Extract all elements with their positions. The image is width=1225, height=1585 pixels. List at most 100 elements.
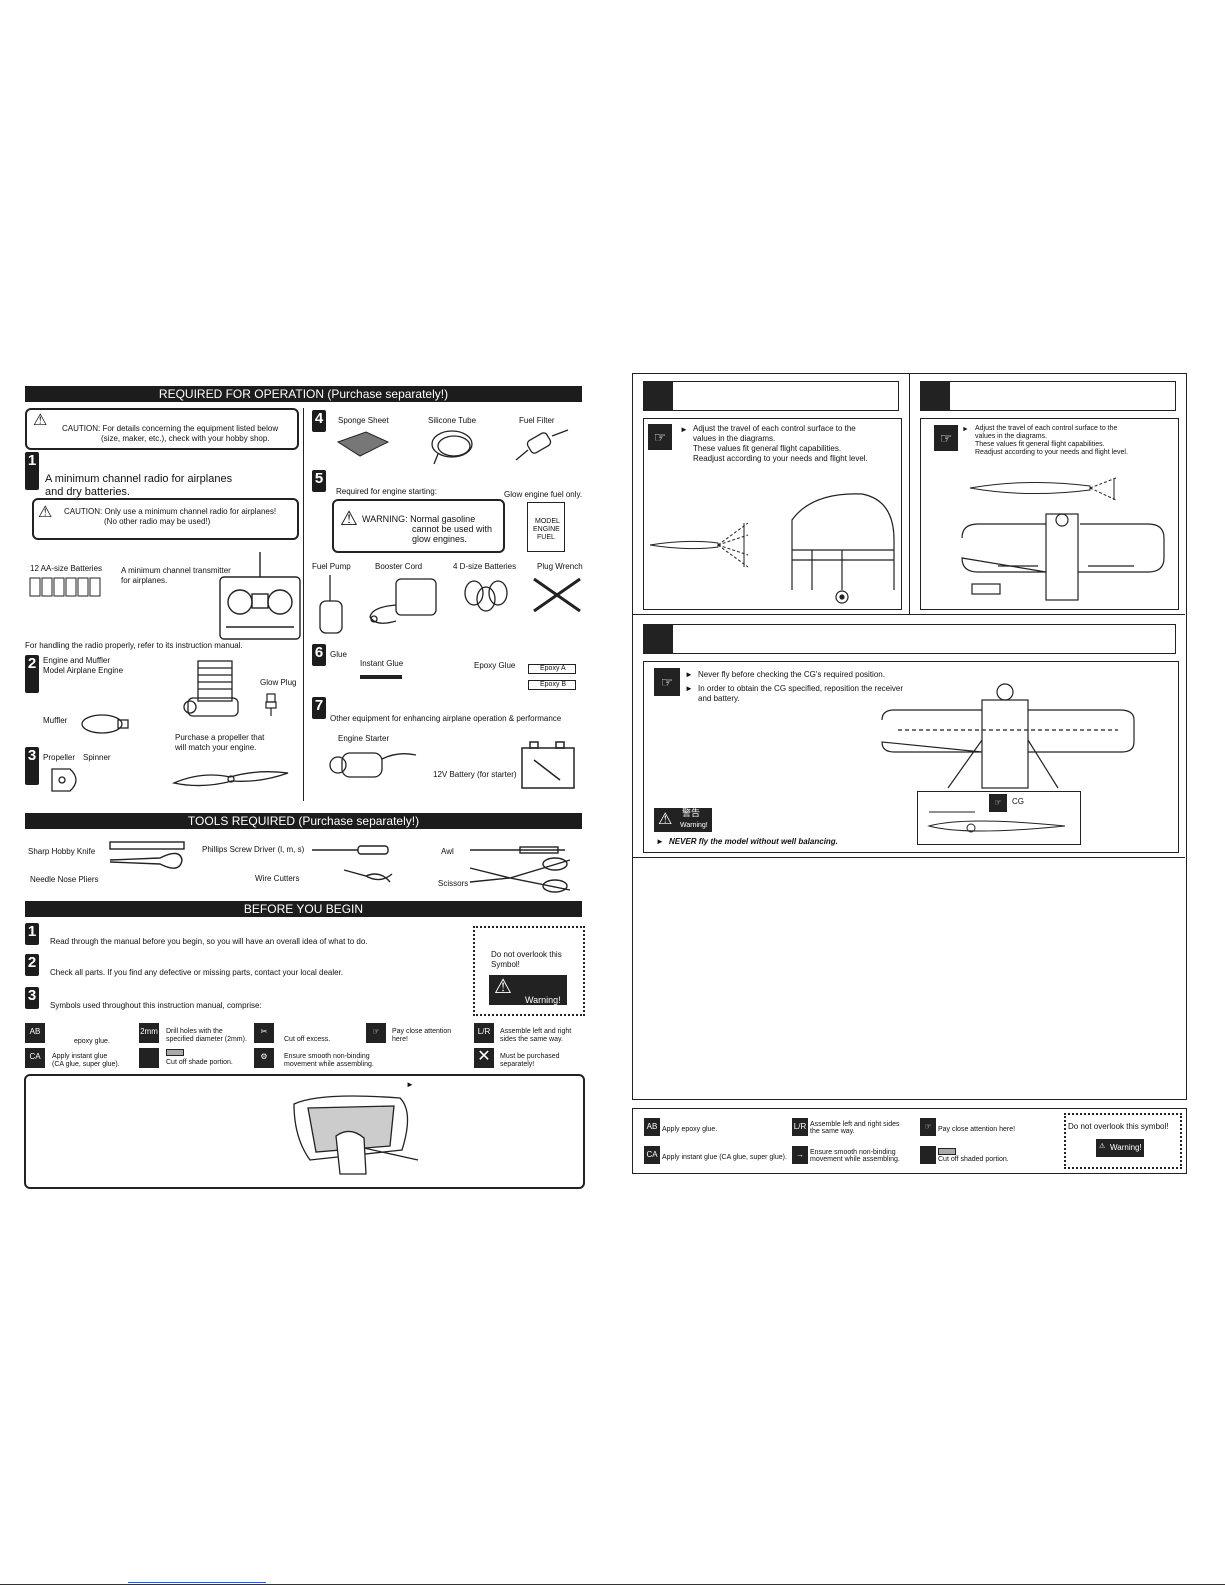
warning-icon: ⚠ [340, 508, 358, 530]
radio-handling-note: For handling the radio properly, refer t… [25, 641, 243, 650]
right-page-frame [632, 373, 1187, 1100]
engine-label-2: Model Airplane Engine [43, 666, 124, 675]
caution-icon: ⚠ [33, 412, 48, 429]
required-header: REQUIRED FOR OPERATION (Purchase separat… [25, 386, 582, 402]
sym-smooth-text-2: movement while assembling. [284, 1061, 374, 1068]
step-1-badge: 1 [25, 452, 39, 490]
fuel-can [527, 502, 565, 552]
epoxy-ab-icon: AB [25, 1023, 45, 1043]
step-5-badge: 5 [312, 470, 326, 492]
transmitter-illustration [219, 552, 301, 640]
legend-shade-text: Cut off shaded portion. [938, 1156, 1009, 1163]
sym-buy-text-2: separately! [500, 1061, 535, 1068]
panel1-attention-icon: ☞ [648, 424, 672, 450]
sym-ca-text-2: (CA glue, super glue). [52, 1061, 120, 1068]
d-batteries-label: 4 D-size Batteries [453, 562, 517, 571]
legend-epoxy-icon: AB [644, 1118, 660, 1136]
panel2-text-4: Readjust according to your needs and fli… [975, 449, 1128, 456]
booster-cord-label: Booster Cord [375, 562, 423, 571]
sym-drill-text-2: specified diameter (2mm). [166, 1036, 247, 1043]
step-6-badge: 6 [312, 644, 326, 666]
transmitter-label-2: for airplanes. [121, 576, 168, 585]
sym-epoxy-text: epoxy glue. [74, 1038, 110, 1045]
warning-triangle-icon: ⚠ [658, 811, 673, 828]
panel1-arrow: ► [680, 425, 688, 434]
instant-glue-tube [360, 675, 402, 679]
overlook-text-2: Symbol! [491, 960, 520, 969]
wire-cutters-label: Wire Cutters [255, 874, 300, 883]
sym-lr-text-1: Assemble left and right [500, 1028, 572, 1035]
muffler-illustration [81, 714, 129, 734]
propeller-note-1: Purchase a propeller that [175, 733, 265, 742]
overlook-symbol-box [473, 926, 585, 1016]
never-fly-warning: NEVER fly the model without well balanci… [669, 837, 838, 846]
engine-label-1: Engine and Muffler [43, 656, 111, 665]
panel2-step-block [920, 381, 950, 411]
booster-cord-illustration [369, 578, 437, 624]
aa-batteries-label: 12 AA-size Batteries [30, 564, 103, 573]
pliers-label: Needle Nose Pliers [30, 875, 99, 884]
panel2-title-bar [920, 381, 1176, 411]
hobby-knife-label: Sharp Hobby Knife [28, 847, 96, 856]
warning-kanji-badge [654, 808, 712, 832]
transmitter-label-1: A minimum channel transmitter [121, 566, 231, 575]
fuel-filter-illustration [515, 429, 569, 461]
drill-icon: 2mm [139, 1023, 159, 1043]
sym-cut-text: Cut off excess. [284, 1036, 331, 1043]
propeller-note-2: will match your engine. [175, 743, 257, 752]
epoxy-a-text: Epoxy A [540, 665, 566, 672]
sym-buy-text-1: Must be purchased [500, 1053, 560, 1060]
panel2-attention-icon: ☞ [934, 425, 958, 451]
radio-requirement-1: A minimum channel radio for airplanes [45, 473, 233, 485]
radio-requirement-2: and dry batteries. [45, 486, 130, 498]
smooth-movement-icon: ⚙ [254, 1048, 274, 1068]
fuel-pump-label: Fuel Pump [312, 562, 351, 571]
fuel-filter-label: Fuel Filter [519, 416, 555, 425]
aileron-profile-diagram [969, 477, 1117, 501]
sym-ca-text-1: Apply instant glue [52, 1053, 108, 1060]
sym-lr-text-2: sides the same way. [500, 1036, 563, 1043]
fuel-can-text-3: FUEL [537, 534, 555, 541]
propeller-label: Propeller [43, 753, 76, 762]
begin-step-2-text: Check all parts. If you find any defecti… [50, 968, 344, 977]
cut-off-icon: ✂ [254, 1023, 274, 1043]
rudder-diagram [791, 493, 895, 604]
legend-smooth-text-1: Ensure smooth non-binding [810, 1149, 896, 1156]
warning-symbol-text: Warning! [525, 995, 561, 1005]
purchase-separately-icon: ✕ [474, 1048, 494, 1068]
column-divider [303, 408, 304, 801]
footer-link-line [128, 1582, 266, 1583]
sym-shade-text: Cut off shade portion. [166, 1059, 233, 1066]
warning-symbol [489, 975, 567, 1005]
epoxy-b-text: Epoxy B [540, 681, 567, 688]
tools-header: TOOLS REQUIRED (Purchase separately!) [25, 813, 582, 829]
begin-step-2-badge: 2 [25, 954, 39, 976]
step-3-badge: 3 [25, 747, 39, 785]
warning-kanji: 警告 [682, 808, 701, 818]
cg-wing-diagram [881, 683, 1135, 789]
legend-lr-icon: L/R [792, 1118, 808, 1136]
panel3-title-bar [643, 624, 1176, 654]
legend-epoxy-text: Apply epoxy glue. [662, 1126, 718, 1133]
panel1-body [643, 418, 902, 610]
panel1-text-1: Adjust the travel of each control surfac… [693, 424, 856, 433]
sym-drill-text-1: Drill holes with the [166, 1028, 223, 1035]
muffler-label: Muffler [43, 716, 68, 725]
engine-illustration [183, 660, 239, 717]
begin-step-1-badge: 1 [25, 923, 39, 945]
panel3-body [643, 661, 1179, 853]
panel3-attention-icon: ☞ [654, 668, 680, 696]
wing-aileron-diagram [961, 513, 1165, 601]
epoxy-a-tube [528, 664, 576, 674]
fuel-can-text-2: ENGINE [533, 526, 560, 533]
cg-label: CG [1012, 797, 1024, 806]
begin-step-3-text: Symbols used throughout this instruction… [50, 1001, 262, 1010]
frame-divider-1 [633, 614, 1185, 615]
panel3-step-block [643, 624, 673, 654]
epoxy-glue-label: Epoxy Glue [474, 661, 516, 670]
spinner-label: Spinner [83, 753, 111, 762]
legend-shade-swatch [938, 1148, 956, 1155]
sponge-illustration [336, 431, 390, 457]
cg-arrow-2: ► [685, 684, 693, 693]
engine-starter-illustration [329, 752, 417, 778]
